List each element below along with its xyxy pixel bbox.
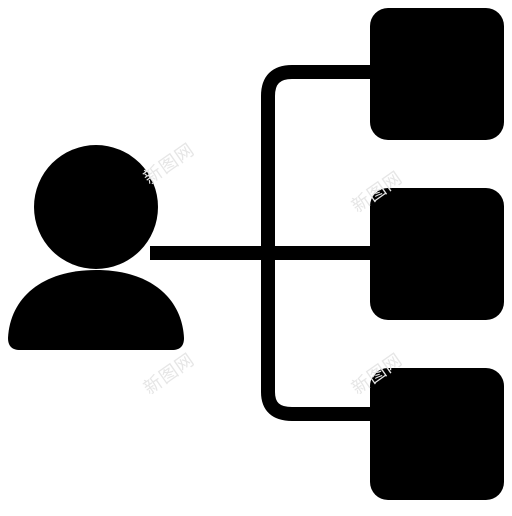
top-node-box [370,8,504,140]
connector-trunk-line [261,65,380,421]
bottom-node-box [370,368,504,500]
middle-node-box [370,188,504,320]
person-head-icon [34,145,158,269]
person-body-icon [8,270,184,350]
